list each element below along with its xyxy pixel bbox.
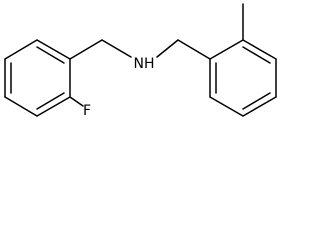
- right-ch2-to-ring-bond: [177, 39, 211, 60]
- left-ring-bond-3: [36, 96, 71, 117]
- right-ring-bond-2: [242, 39, 277, 60]
- right-methylene-bonds: [156, 39, 211, 60]
- left-ring-bond-1: [36, 39, 71, 60]
- fluorine-atom-label: F: [83, 103, 91, 119]
- amine-atom-label: NH: [134, 56, 155, 72]
- left-ring-double-bond-b: [36, 92, 65, 110]
- left-benzene-ring: [4, 39, 71, 117]
- right-benzene-ring: [209, 39, 277, 117]
- right-ring-double-bond-b: [242, 92, 271, 110]
- left-ring-double-bond-a: [36, 46, 65, 64]
- left-ring-bond-4: [4, 96, 38, 117]
- left-ring-to-ch2-bond: [69, 39, 103, 60]
- nitrogen-to-right-ch2-bond: [156, 39, 179, 58]
- right-ring-bond-1: [209, 39, 244, 60]
- molecule-structure: F NH: [4, 3, 277, 119]
- right-ring-bond-5: [209, 96, 244, 117]
- right-ring-bond-4: [242, 96, 277, 117]
- right-ring-double-bond-a: [242, 46, 271, 64]
- left-ring-bond-6: [4, 39, 38, 60]
- left-ch2-to-nitrogen-bond: [101, 39, 132, 58]
- left-methylene-bonds: [69, 39, 132, 60]
- ring-to-fluorine-bond: [69, 96, 84, 107]
- fluorine-bond: [69, 96, 84, 107]
